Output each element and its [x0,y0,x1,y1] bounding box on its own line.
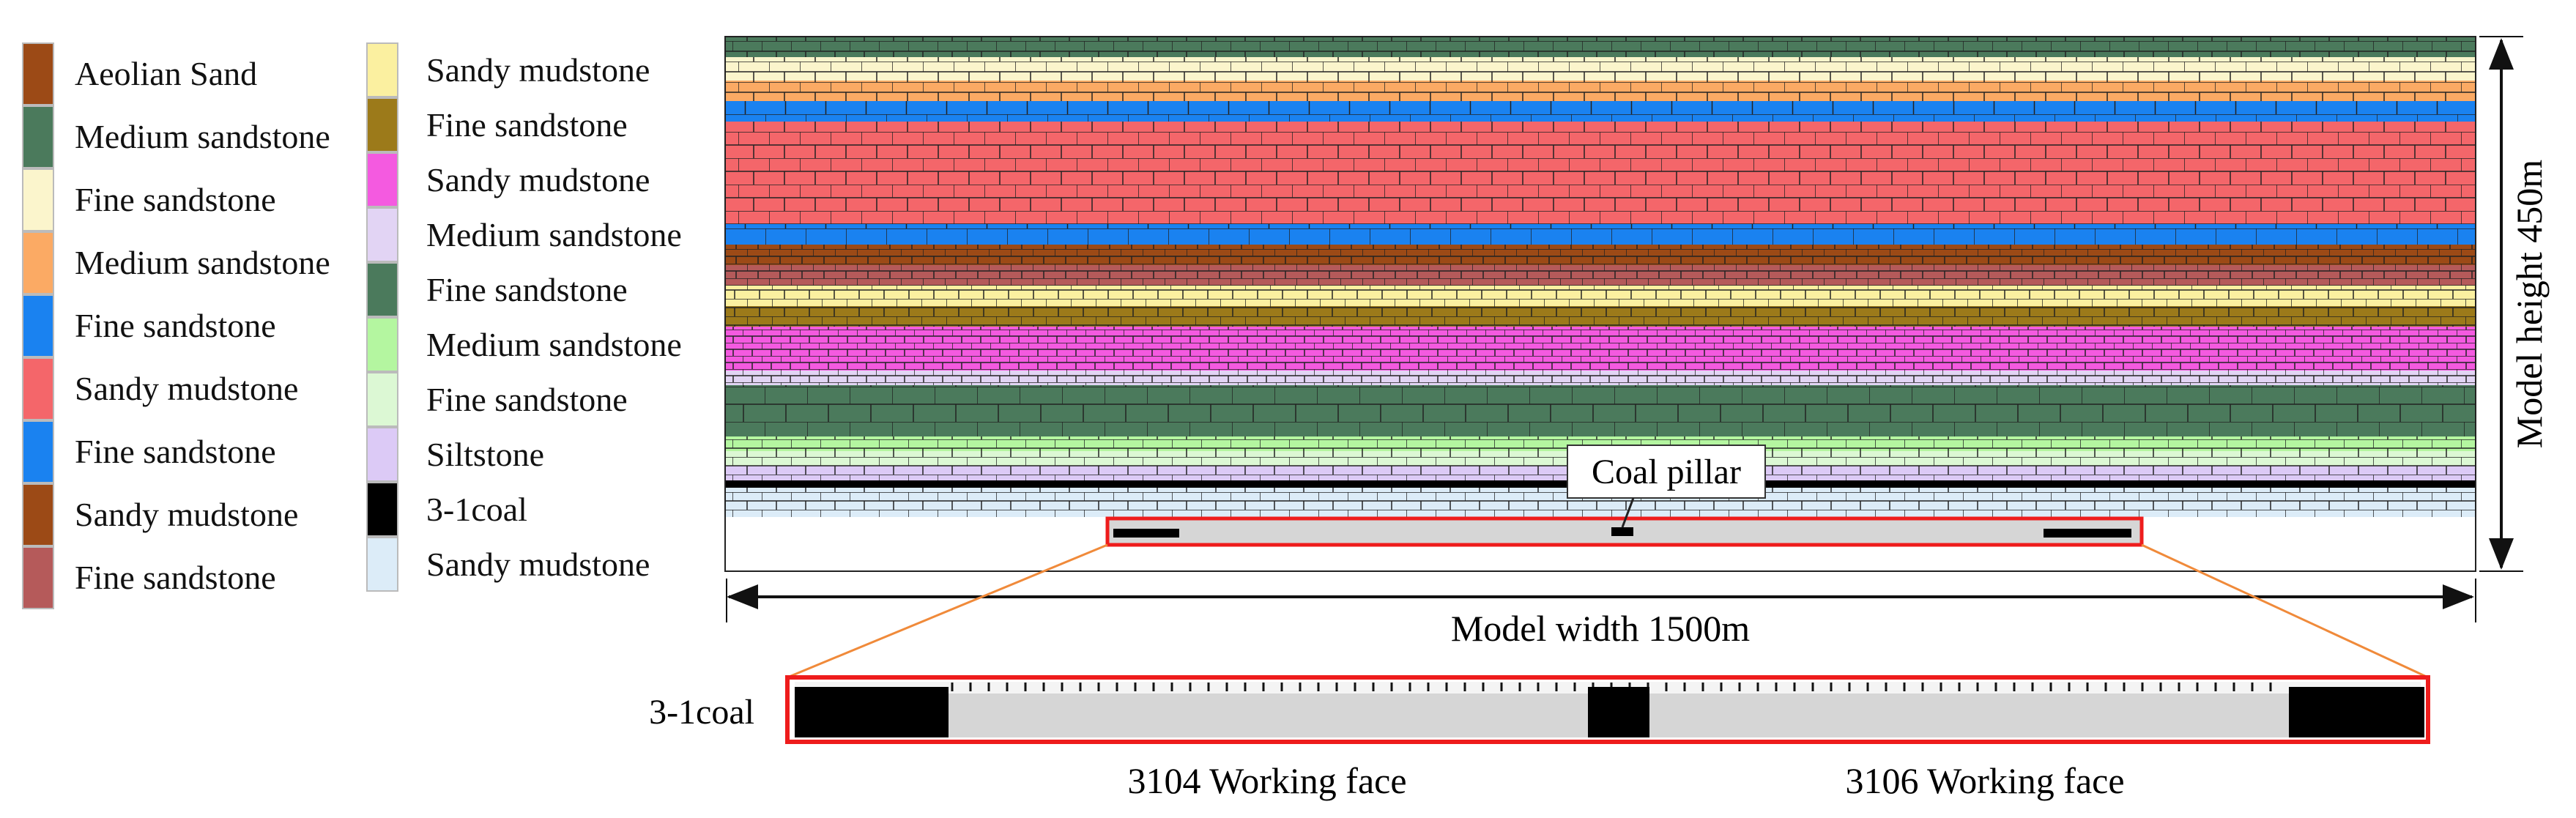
stratum-layer [725,57,2476,81]
legend-swatch [22,168,54,231]
stratum-layer [725,81,2476,101]
height-arrow-bottom [2489,538,2514,570]
legend-swatch [22,294,54,357]
legend-label: Sandy mudstone [75,370,299,407]
legend-label: Fine sandstone [75,181,276,218]
legend-label: Fine sandstone [426,270,628,308]
legend-swatch [22,231,54,294]
detail-left-coal [795,687,949,737]
stratum-layer [725,327,2476,371]
legend-label: Medium sandstone [426,325,682,363]
model-width-label: Model width 1500m [1451,608,1750,649]
legend-swatch [366,97,398,152]
legend-swatch [366,262,398,317]
legend-swatch [22,546,54,609]
stratum-layer [725,436,2476,451]
legend-swatch [22,105,54,168]
detail-coal-pillar [1588,687,1649,737]
coal-pillar-label: Coal pillar [1592,453,1741,491]
legend-swatch [22,483,54,546]
coal-pillar-callout-box [1567,445,1766,499]
working-face-3106-label: 3106 Working face [1845,760,2124,801]
legend-swatch [366,427,398,482]
stratum-layer [725,480,2476,488]
legend-label: Sandy mudstone [426,51,650,89]
legend-label: Fine sandstone [426,380,628,418]
legend-swatch [366,207,398,262]
right-solid-coal [2044,529,2131,538]
legend-label: Medium sandstone [75,244,330,281]
stratum-layer [725,451,2476,466]
legend-label: Siltstone [426,435,545,473]
legend-swatch [366,317,398,372]
legend-label: Fine sandstone [426,105,628,144]
stratum-layer [725,488,2476,517]
legend-label: Fine sandstone [75,559,276,596]
stratum-layer [725,385,2476,436]
coal-pillar-pointer [1621,497,1635,528]
legend-label: Medium sandstone [426,215,682,253]
detail-tick-marks [951,683,2272,691]
model-height-label: Model height 450m [2509,160,2550,449]
legend-swatch [366,372,398,427]
legend-swatch [366,482,398,537]
model-coal-pillar [1611,527,1633,536]
stratum-layer [725,286,2476,306]
stratum-layer [725,37,2476,57]
mining-zone-highlight [1105,516,2144,547]
stratum-layer [725,371,2476,385]
legend-label: Fine sandstone [75,307,276,344]
legend-label: Sandy mudstone [426,160,650,198]
model-frame [724,36,2476,572]
legend-label: Fine sandstone [75,433,276,470]
legend-label: Sandy mudstone [75,496,299,533]
legend-swatch [366,42,398,97]
legend-swatch [22,42,54,105]
height-arrow-top [2489,38,2514,70]
legend-label: Sandy mudstone [426,545,650,583]
stratum-layer [725,466,2476,480]
detail-roof-strip [795,682,2421,694]
legend-label: 3-1coal [426,490,527,528]
legend-swatch [366,537,398,592]
working-face-3104-label: 3104 Working face [1127,760,1406,801]
width-arrow-right [2443,584,2474,609]
stratum-layer [725,265,2476,286]
width-arrow-left [727,584,758,609]
stratum-layer [725,245,2476,265]
stratum-layer [725,101,2476,122]
detail-connector-left [787,543,1108,679]
stratum-layer [725,224,2476,245]
stratum-layer [725,306,2476,327]
detail-connector-right [2141,543,2429,679]
legend-swatch [22,357,54,420]
legend-label: Medium sandstone [75,118,330,155]
detail-goaf-background [795,694,2421,737]
legend-swatch [22,420,54,483]
stratum-layer [725,122,2476,224]
legend-swatch [366,152,398,207]
left-solid-coal [1113,529,1179,538]
detail-right-coal [2289,687,2424,737]
detail-coal-label: 3-1coal [649,693,754,732]
detail-panel-frame [785,675,2430,744]
strata-layers [725,37,2476,517]
legend-label: Aeolian Sand [75,55,258,92]
